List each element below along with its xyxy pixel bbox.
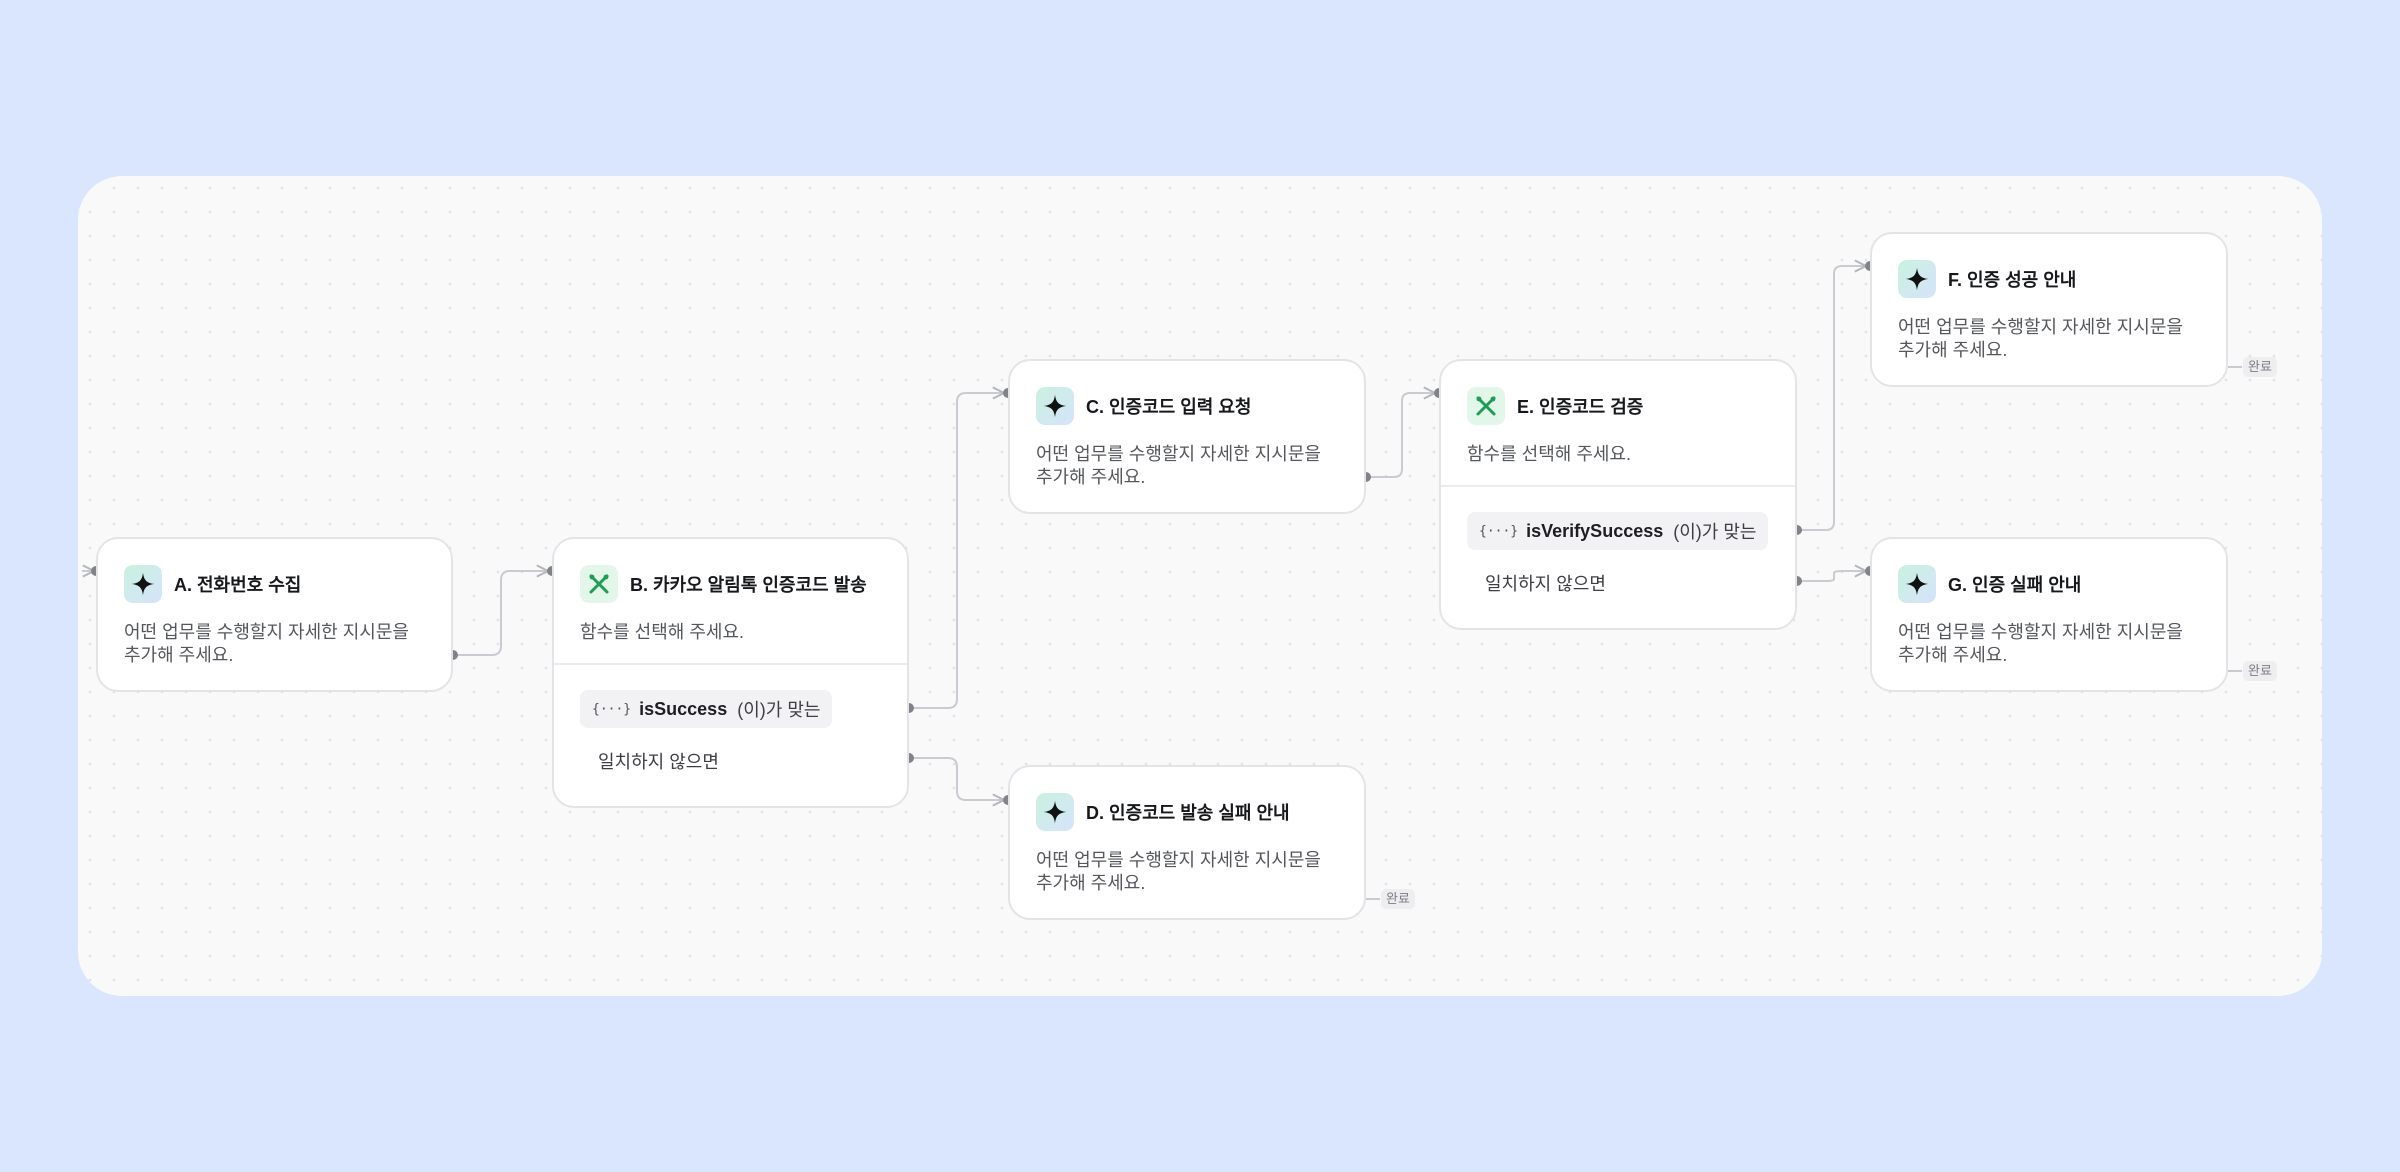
node-a-description[interactable]: 어떤 업무를 수행할지 자세한 지시문을 추가해 주세요. <box>124 622 409 665</box>
node-d-header: D. 인증코드 발송 실패 안내 <box>1036 793 1290 831</box>
node-e-header: E. 인증코드 검증 <box>1467 387 1643 425</box>
node-b-divider <box>554 663 907 665</box>
variable-icon: {···} <box>592 701 632 717</box>
node-a-title: A. 전화번호 수집 <box>174 575 302 595</box>
node-d-description[interactable]: 어떤 업무를 수행할지 자세한 지시문을 추가해 주세요. <box>1036 850 1321 893</box>
node-c-header: C. 인증코드 입력 요청 <box>1036 387 1251 425</box>
variable-icon: {···} <box>1479 523 1519 539</box>
node-e[interactable]: E. 인증코드 검증 함수를 선택해 주세요. {···} isVerifySu… <box>1439 359 1797 630</box>
node-f-end-badge: 완료 <box>2243 357 2277 377</box>
node-e-title: E. 인증코드 검증 <box>1517 397 1644 417</box>
node-e-divider <box>1441 485 1795 487</box>
sparkle-icon <box>1036 793 1074 831</box>
tools-icon <box>1467 387 1505 425</box>
node-g-header: G. 인증 실패 안내 <box>1898 565 2081 603</box>
node-g-title: G. 인증 실패 안내 <box>1948 575 2082 595</box>
node-g-description[interactable]: 어떤 업무를 수행할지 자세한 지시문을 추가해 주세요. <box>1898 622 2183 665</box>
node-c-description[interactable]: 어떤 업무를 수행할지 자세한 지시문을 추가해 주세요. <box>1036 444 1321 487</box>
node-d-end-badge: 완료 <box>1381 889 1415 909</box>
node-f[interactable]: F. 인증 성공 안내 어떤 업무를 수행할지 자세한 지시문을 추가해 주세요… <box>1870 232 2228 387</box>
node-e-else-label: 일치하지 않으면 <box>1485 574 1606 594</box>
node-e-condition-variable: isVerifySuccess <box>1526 520 1664 541</box>
node-f-description[interactable]: 어떤 업무를 수행할지 자세한 지시문을 추가해 주세요. <box>1898 317 2183 360</box>
sparkle-icon <box>124 565 162 603</box>
sparkle-icon <box>1898 260 1936 298</box>
node-b-condition[interactable]: {···} isSuccess (이)가 맞는 <box>580 690 833 728</box>
node-b-condition-suffix: (이)가 맞는 <box>737 700 821 720</box>
node-b-title: B. 카카오 알림톡 인증코드 발송 <box>630 575 867 595</box>
node-f-header: F. 인증 성공 안내 <box>1898 260 2076 298</box>
node-e-condition[interactable]: {···} isVerifySuccess (이)가 맞는 <box>1467 512 1769 550</box>
node-a[interactable]: A. 전화번호 수집 어떤 업무를 수행할지 자세한 지시문을 추가해 주세요. <box>96 537 453 692</box>
node-d[interactable]: D. 인증코드 발송 실패 안내 어떤 업무를 수행할지 자세한 지시문을 추가… <box>1008 765 1366 920</box>
node-b-condition-variable: isSuccess <box>639 698 728 719</box>
node-g[interactable]: G. 인증 실패 안내 어떤 업무를 수행할지 자세한 지시문을 추가해 주세요… <box>1870 537 2228 692</box>
node-b-header: B. 카카오 알림톡 인증코드 발송 <box>580 565 867 603</box>
sparkle-icon <box>1898 565 1936 603</box>
node-a-header: A. 전화번호 수집 <box>124 565 301 603</box>
sparkle-icon <box>1036 387 1074 425</box>
node-c-title: C. 인증코드 입력 요청 <box>1086 397 1252 417</box>
node-b[interactable]: B. 카카오 알림톡 인증코드 발송 함수를 선택해 주세요. {···} is… <box>552 537 909 808</box>
node-e-condition-suffix: (이)가 맞는 <box>1673 522 1757 542</box>
node-e-description[interactable]: 함수를 선택해 주세요. <box>1467 444 1632 464</box>
node-b-else-label: 일치하지 않으면 <box>598 752 719 772</box>
node-g-end-badge: 완료 <box>2243 661 2277 681</box>
tools-icon <box>580 565 618 603</box>
node-b-description[interactable]: 함수를 선택해 주세요. <box>580 622 745 642</box>
node-f-title: F. 인증 성공 안내 <box>1948 270 2077 290</box>
node-c[interactable]: C. 인증코드 입력 요청 어떤 업무를 수행할지 자세한 지시문을 추가해 주… <box>1008 359 1366 514</box>
node-d-title: D. 인증코드 발송 실패 안내 <box>1086 803 1290 823</box>
